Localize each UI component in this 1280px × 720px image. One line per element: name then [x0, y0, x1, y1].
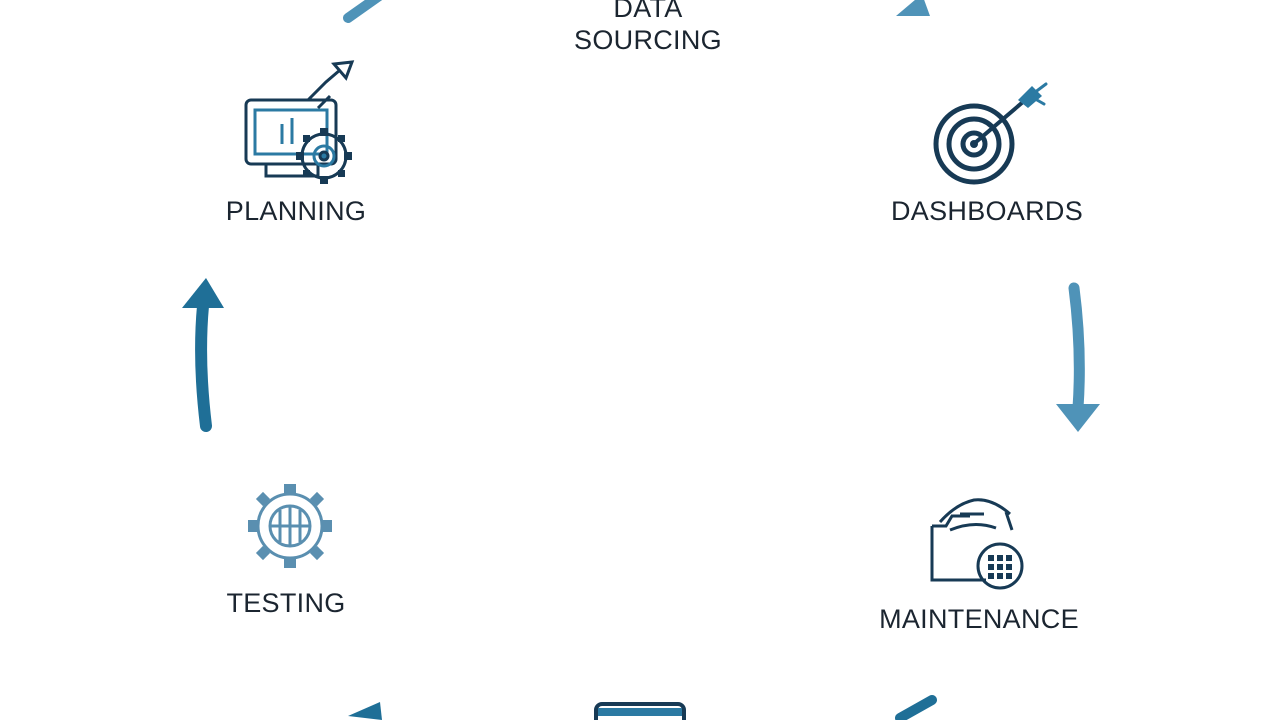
arrow-left: [195, 300, 212, 432]
arrow-left-head: [182, 278, 224, 308]
stage-label-maintenance: MAINTENANCE: [879, 603, 1079, 635]
stage-label-planning: PLANNING: [226, 195, 366, 227]
arrow-right-head: [1056, 404, 1100, 432]
stage-label-dashboards: DASHBOARDS: [891, 195, 1083, 227]
stage-label-line: PLANNING: [225, 196, 367, 226]
arrow-bottom-left-head: [348, 702, 382, 720]
arrow-right: [1068, 282, 1085, 414]
arrow-top-right-head: [896, 0, 930, 16]
stage-label-line: MAINTENANCE: [879, 604, 1079, 634]
stage-label-line: DASHBOARDS: [890, 196, 1084, 226]
stage-label-line: SOURCING: [574, 25, 722, 55]
arrow-top-left: [343, 0, 383, 23]
stage-label-data-sourcing: DATA SOURCING: [574, 0, 722, 56]
stage-label-line: DATA: [613, 0, 683, 23]
arrow-bottom-right: [895, 695, 937, 720]
stage-label-line: TESTING: [226, 588, 346, 618]
stage-label-testing: TESTING: [226, 587, 345, 619]
